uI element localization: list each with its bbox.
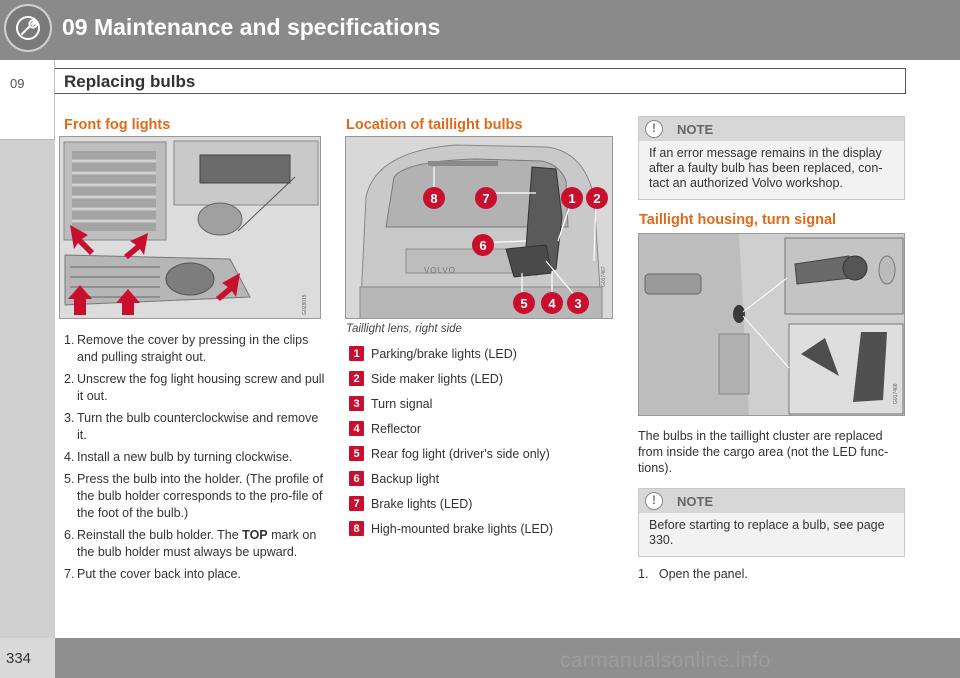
volvo-badge: VOLVO: [424, 266, 456, 275]
fog-lights-step-list: 1. Remove the cover by pressing in the c…: [64, 332, 326, 588]
note-box-error: ! NOTE If an error message remains in th…: [638, 116, 905, 200]
list-item: 1. Open the panel.: [638, 567, 748, 581]
figure-code: G028015: [302, 294, 308, 315]
svg-text:7: 7: [482, 191, 489, 206]
section-bar: [55, 68, 906, 94]
svg-text:2: 2: [593, 191, 600, 206]
list-item: 4. Install a new bulb by turning clockwi…: [64, 450, 293, 464]
svg-text:8: 8: [430, 191, 437, 206]
chapter-tab: [0, 60, 55, 140]
turn-signal-illustration: G017468: [638, 233, 905, 416]
page-footer: [0, 638, 960, 678]
fog-lights-heading: Front fog lights: [64, 117, 171, 133]
svg-text:1: 1: [568, 191, 575, 206]
fog-light-illustration: G028015: [59, 136, 321, 319]
list-item: 5. Press the bulb into the holder. (The …: [64, 472, 323, 520]
section-title: Replacing bulbs: [64, 72, 196, 91]
figure-code: G017467: [601, 266, 607, 287]
figure-caption: Taillight lens, right side: [346, 323, 462, 335]
note-text: If an error message remains in the displ…: [649, 146, 883, 190]
note-header: ! NOTE: [639, 117, 904, 141]
note-header: ! NOTE: [639, 489, 904, 513]
taillight-illustration: VOLVO 8 7 1 2 6 5 4 3 G017467: [345, 136, 613, 319]
turn-signal-paragraph: The bulbs in the taillight cluster are r…: [638, 429, 889, 475]
watermark: carmanualsonline.info: [560, 649, 771, 672]
chapter-number: 09: [10, 76, 25, 91]
note-box-before-starting: ! NOTE Before starting to replace a bulb…: [638, 488, 905, 557]
side-strip: [0, 60, 55, 638]
svg-text:4: 4: [548, 296, 556, 311]
top-mark: TOP: [242, 528, 268, 542]
list-item: 2. Unscrew the fog light housing screw a…: [64, 372, 325, 403]
list-item: 6. Reinstall the bulb holder. The TOP ma…: [64, 528, 317, 559]
info-icon: !: [645, 492, 663, 510]
figure-code: G017468: [893, 383, 899, 404]
list-item: 7. Put the cover back into place.: [64, 567, 241, 581]
chapter-title: 09 Maintenance and specifications: [62, 14, 441, 40]
note-text: Before starting to replace a bulb, see p…: [649, 518, 885, 547]
list-item: 1. Remove the cover by pressing in the c…: [64, 333, 309, 364]
svg-text:3: 3: [574, 296, 581, 311]
turn-signal-heading: Taillight housing, turn signal: [639, 212, 837, 228]
footer-page-tab: [0, 638, 55, 678]
chapter-header: [0, 0, 960, 60]
list-item: 3. Turn the bulb counterclockwise and re…: [64, 411, 319, 442]
svg-text:5: 5: [520, 296, 527, 311]
page-number: 334: [6, 650, 32, 667]
taillight-location-heading: Location of taillight bulbs: [346, 117, 523, 133]
wrench-icon: [4, 4, 52, 52]
info-icon: !: [645, 120, 663, 138]
svg-text:6: 6: [479, 238, 486, 253]
